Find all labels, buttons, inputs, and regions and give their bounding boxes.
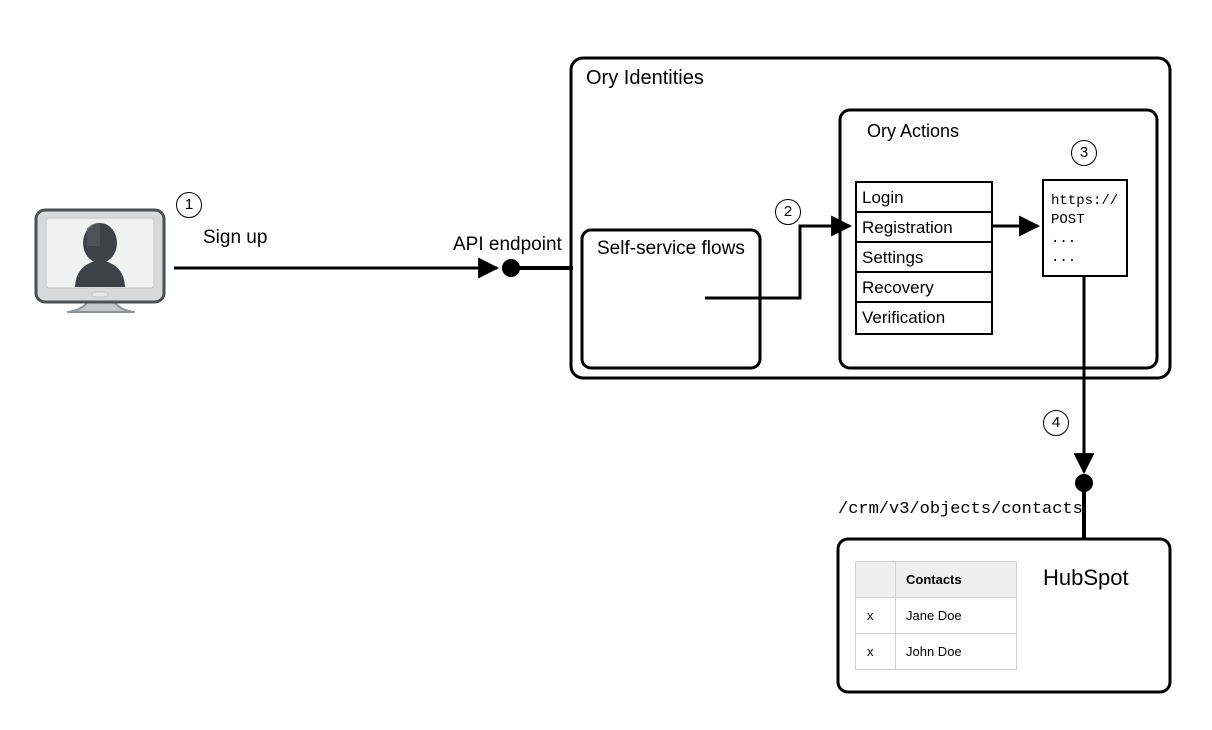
hubspot-title: HubSpot [1043,565,1129,590]
step-badge-4: 4 [1043,410,1069,436]
table-header-contacts: Contacts [895,561,1017,598]
ory-actions-title: Ory Actions [867,121,960,141]
flow-item-recovery[interactable]: Recovery [857,273,991,303]
webhook-line-method: POST [1051,212,1085,228]
step-badge-3: 3 [1071,140,1097,166]
flow-item-registration[interactable]: Registration [857,213,991,243]
step-badge-1: 1 [176,192,202,218]
ory-identities-box [569,56,1172,380]
row-contact-name: John Doe [895,633,1017,670]
flow-item-settings[interactable]: Settings [857,243,991,273]
step-badge-2: 2 [775,199,801,225]
webhook-line-ellipsis-2: ... [1051,250,1077,266]
flow-item-login[interactable]: Login [857,183,991,213]
table-row[interactable]: x John Doe [855,633,1017,670]
connector-selfservice-to-registration [705,215,853,300]
desktop-monitor-user-icon [34,208,166,313]
flow-item-verification[interactable]: Verification [857,303,991,333]
api-endpoint-dot [502,259,520,277]
row-mark: x [855,633,896,670]
table-header-row: Contacts [855,561,1017,598]
webhook-line-ellipsis-1: ... [1051,231,1077,247]
row-mark: x [855,597,896,634]
self-service-flows-label: Self-service flows [597,238,745,259]
webhook-line-url: https:// [1051,193,1119,209]
sign-up-label: Sign up [203,227,268,248]
ory-identities-title: Ory Identities [586,67,704,89]
hubspot-contacts-table: Contacts x Jane Doe x John Doe [855,561,1017,670]
webhook-request-box: https:// POST ... ... [1042,179,1128,277]
api-endpoint-label: API endpoint [453,234,562,255]
table-row[interactable]: x Jane Doe [855,597,1017,634]
hubspot-endpoint-path-label: /crm/v3/objects/contacts [838,500,1083,519]
table-header-blank [855,561,896,598]
ory-actions-flow-list: Login Registration Settings Recovery Ver… [855,181,993,335]
row-contact-name: Jane Doe [895,597,1017,634]
